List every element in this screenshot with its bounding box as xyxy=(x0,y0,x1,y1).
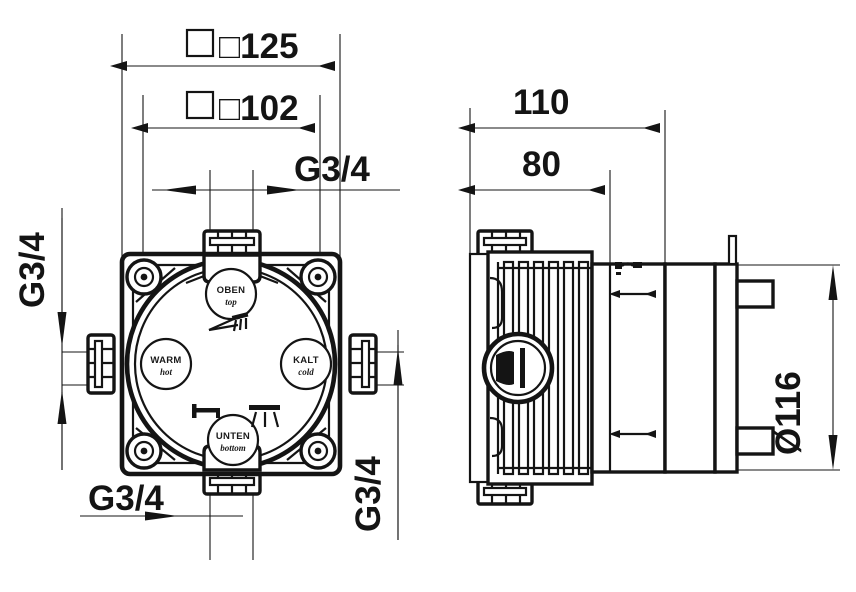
arrow-up-right xyxy=(393,348,403,385)
mounting-boss-bottom-right xyxy=(299,432,337,470)
port-top-label-de: OBEN xyxy=(217,285,246,296)
port-nipple-right xyxy=(348,333,378,395)
retaining-clip-lower xyxy=(489,416,504,458)
side-rear-cover xyxy=(663,234,775,474)
mounting-boss-top-left xyxy=(125,258,163,296)
cartridge-bore-inner xyxy=(489,339,547,397)
rear-alignment-pin xyxy=(727,234,738,266)
arrow-left-top xyxy=(267,185,300,195)
port-warm-label-en: hot xyxy=(160,367,173,377)
port-bottom[interactable]: UNTEN bottom xyxy=(206,413,260,467)
dim-label-diameter-116: Ø116 xyxy=(769,371,808,455)
dimension-diameter-116: Ø116 xyxy=(769,265,838,470)
side-middle-section xyxy=(590,262,667,474)
dim-label-thread-bottom: G3/4 xyxy=(88,479,164,518)
dim-label-thread-right: G3/4 xyxy=(349,456,388,532)
port-bottom-circle xyxy=(206,413,260,467)
side-port-nipple-bottom xyxy=(476,478,534,506)
arrow-up-diameter xyxy=(828,265,838,300)
port-warm[interactable]: WARM hot xyxy=(139,337,193,391)
mounting-boss-top-right xyxy=(299,258,337,296)
rear-tab-upper xyxy=(735,279,775,309)
dimension-depth-110: 110 xyxy=(458,83,660,133)
cartridge-bore-shadow xyxy=(496,351,514,385)
dim-label-thread-top: G3/4 xyxy=(294,150,370,189)
mounting-boss-bottom-left xyxy=(125,432,163,470)
port-top-label-en: top xyxy=(225,297,237,307)
side-view: 110 80 Ø116 xyxy=(458,83,840,506)
arrow-right-bottom xyxy=(145,511,178,521)
port-top-circle xyxy=(204,267,258,321)
dim-label-thread-left: G3/4 xyxy=(13,232,52,308)
rear-tab-lower xyxy=(735,426,775,456)
dim-label-square-102: □102 xyxy=(219,89,299,128)
middle-section-marks xyxy=(615,262,642,275)
front-view: □125 □102 G3/4 G3/4 xyxy=(13,27,404,560)
port-nipple-left xyxy=(86,333,116,395)
port-warm-circle xyxy=(139,337,193,391)
retaining-clip-upper xyxy=(489,276,504,330)
port-cold-label-de: KALT xyxy=(293,355,319,366)
shower-spray-icon xyxy=(208,312,249,332)
dimension-thread-top: G3/4 xyxy=(152,150,400,195)
dimension-thread-bottom: G3/4 xyxy=(80,479,200,521)
dim-label-depth-110: 110 xyxy=(513,83,569,122)
port-top[interactable]: OBEN top xyxy=(204,267,258,321)
shower-outlet-icon xyxy=(249,405,280,428)
port-bottom-label-en: bottom xyxy=(220,443,246,453)
port-warm-label-de: WARM xyxy=(150,355,181,366)
dimension-thread-right: G3/4 xyxy=(349,345,403,540)
side-ribbed-body xyxy=(481,250,594,486)
square-symbol-125 xyxy=(185,28,215,58)
dimension-depth-80: 80 xyxy=(458,145,605,195)
arrow-down-diameter xyxy=(828,435,838,470)
dim-label-square-125: □125 xyxy=(219,27,299,66)
cartridge-bore-outer xyxy=(481,331,555,405)
cartridge-key-slot xyxy=(520,348,525,388)
dimension-thread-left: G3/4 xyxy=(13,218,67,470)
port-cold-label-en: cold xyxy=(298,367,314,377)
dim-label-depth-80: 80 xyxy=(522,145,561,184)
square-symbol-102 xyxy=(185,90,215,120)
port-nipple-top xyxy=(202,229,262,257)
arrow-up-left xyxy=(57,390,67,424)
bath-spout-icon xyxy=(192,404,220,418)
dimension-square-102: □102 xyxy=(131,89,315,133)
dimension-square-125: □125 xyxy=(110,27,335,71)
port-cold-circle xyxy=(279,337,333,391)
arrow-right-top xyxy=(163,185,196,195)
port-bottom-label-de: UNTEN xyxy=(216,431,250,442)
mounting-bosses xyxy=(125,258,337,470)
arrow-down-left xyxy=(57,312,67,347)
port-cold[interactable]: KALT cold xyxy=(279,337,333,391)
